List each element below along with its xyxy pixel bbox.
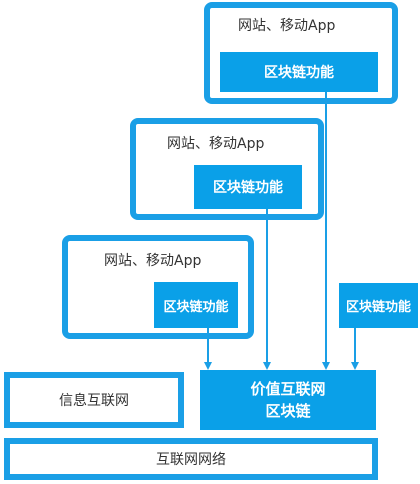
info-internet-box: 信息互联网	[4, 372, 184, 428]
internet-network-label: 互联网网络	[156, 452, 226, 468]
internet-network-box: 互联网网络	[4, 438, 378, 480]
app-card-bottom-feature: 区块链功能	[154, 282, 238, 328]
info-internet-label: 信息互联网	[59, 393, 129, 409]
app-card-middle-title: 网站、移动App	[167, 136, 265, 152]
standalone-feature: 区块链功能	[339, 283, 418, 328]
blockchain-label: 区块链	[265, 402, 311, 420]
app-card-bottom-title: 网站、移动App	[104, 253, 202, 269]
value-internet-box: 价值互联网 区块链	[200, 370, 376, 430]
app-card-middle-feature: 区块链功能	[194, 165, 302, 209]
app-card-top-title: 网站、移动App	[238, 18, 336, 34]
app-card-top-feature: 区块链功能	[220, 52, 378, 92]
value-internet-label: 价值互联网	[250, 380, 326, 398]
